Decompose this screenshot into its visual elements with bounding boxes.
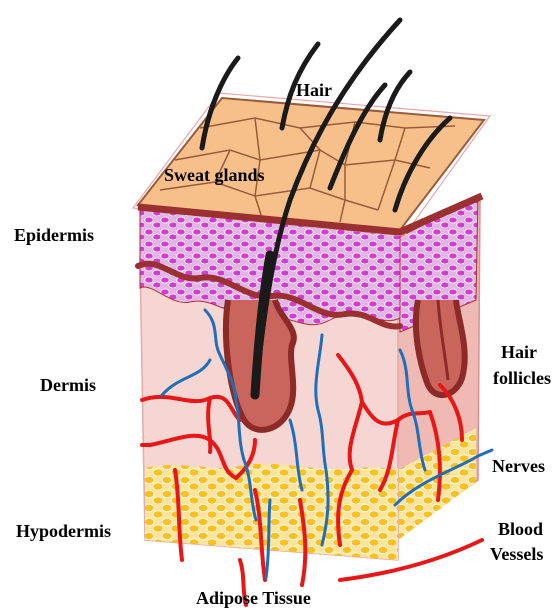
label-blood-vessels-line2: Vessels <box>490 544 543 564</box>
label-epidermis: Epidermis <box>14 225 94 245</box>
label-hair-follicles-line2: follicles <box>493 368 551 388</box>
label-dermis: Dermis <box>40 375 96 395</box>
label-sweat-glands: Sweat glands <box>164 165 265 185</box>
label-hypodermis: Hypodermis <box>16 521 111 541</box>
label-hair: Hair <box>296 80 332 100</box>
label-blood-vessels-line1: Blood <box>498 519 543 539</box>
label-adipose-tissue: Adipose Tissue <box>196 588 311 608</box>
label-hair-follicles-line1: Hair <box>501 342 537 362</box>
label-nerves: Nerves <box>492 456 545 476</box>
